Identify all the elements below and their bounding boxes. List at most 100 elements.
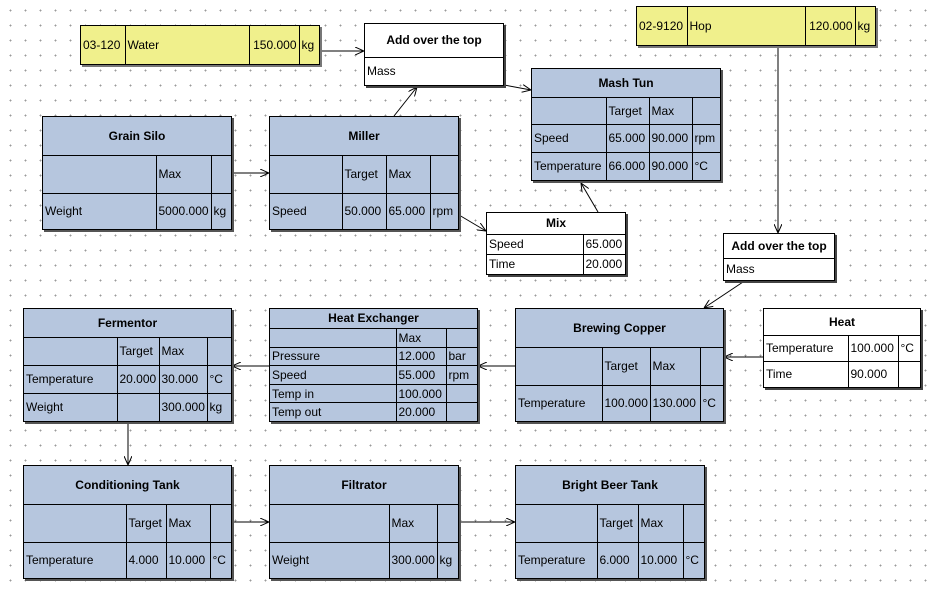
unit-mash-tun[interactable]: Mash Tun Target Max Speed 65.000 90.000 … [531,68,721,181]
arrow-add-to-copper [704,281,744,308]
param-target[interactable]: 50.000 [341,192,387,229]
ingredient-name: Water [124,26,250,64]
param-name: Temperature [24,364,118,394]
param-name: Speed [532,123,607,153]
unit-fermentor[interactable]: Fermentor Target Max Temperature 20.000 … [23,308,232,422]
param-name: Temperature [516,541,598,578]
param-unit: °C [206,364,231,394]
param-unit: °C [699,384,723,421]
unit-conditioning-tank[interactable]: Conditioning Tank Target Max Temperature… [23,465,232,579]
param-name: Temperature [24,541,127,578]
node-title: Conditioning Tank [24,466,231,505]
header-target: Target [116,336,160,366]
param-unit [445,402,477,421]
unit-heat-exchanger[interactable]: Heat Exchanger Max Pressure 12.000 bar S… [269,308,478,422]
ingredient-water[interactable]: 03-120 Water 150.000 kg [80,25,320,65]
param-name: Speed [270,192,343,229]
param-unit: kg [436,541,458,578]
param-name: Weight [43,192,157,229]
param-unit: °C [209,541,231,578]
param-name: Temperature [532,151,607,180]
param-name: Speed [487,233,584,255]
param-target[interactable]: 100.000 [601,384,651,421]
param-max[interactable]: 5000.000 [155,192,212,229]
param-name: Time [487,253,584,274]
param-label: Mass [724,257,834,280]
param-target[interactable]: 20.000 [116,364,160,394]
param-target[interactable]: 65.000 [605,123,650,153]
param-name: Speed [270,365,397,385]
unit-brewing-copper[interactable]: Brewing Copper Target Max Temperature 10… [515,308,724,422]
param-target[interactable]: 66.000 [605,151,650,180]
ingredient-unit: kg [854,7,875,45]
ingredient-qty: 120.000 [804,7,856,45]
header-max: Max [649,346,701,386]
param-max[interactable]: 300.000 [158,392,208,421]
param-max[interactable]: 10.000 [165,541,211,578]
ingredient-code: 02-9120 [637,7,688,45]
header-target: Target [596,503,639,543]
header-max: Max [155,154,212,194]
unit-miller[interactable]: Miller Target Max Speed 50.000 65.000 rp… [269,116,459,230]
param-name: Temperature [516,384,603,421]
unit-filtrator[interactable]: Filtrator Max Weight 300.000 kg [269,465,459,579]
node-title: Mash Tun [532,69,720,98]
param-target[interactable]: 6.000 [596,541,639,578]
operation-mix[interactable]: Mix Speed 65.000 Time 20.000 [486,212,626,275]
node-title: Grain Silo [43,117,231,156]
arrow-mix-to-mashtun [581,183,599,213]
header-max: Max [158,336,208,366]
param-value[interactable]: 90.000 [847,360,899,387]
unit-grain-silo[interactable]: Grain Silo Max Weight 5000.000 kg [42,116,232,230]
node-title: Heat [764,309,920,336]
param-unit: °C [682,541,704,578]
header-max: Max [385,154,431,194]
param-value[interactable]: 65.000 [582,233,625,255]
arrow-miller-to-mix [458,214,486,231]
operation-add-over-top-1[interactable]: Add over the top Mass [364,23,504,86]
arrow-miller-to-add [393,87,417,117]
header-max: Max [637,503,684,543]
param-max[interactable]: 130.000 [649,384,701,421]
node-title: Filtrator [270,466,458,505]
param-max[interactable]: 300.000 [388,541,438,578]
param-max[interactable]: 90.000 [648,151,693,180]
param-max[interactable]: 10.000 [637,541,684,578]
operation-heat[interactable]: Heat Temperature 100.000 °C Time 90.000 [763,308,921,388]
operation-add-over-top-2[interactable]: Add over the top Mass [723,233,835,281]
param-name: Weight [270,541,390,578]
param-max[interactable]: 65.000 [385,192,431,229]
param-max[interactable]: 90.000 [648,123,693,153]
param-max[interactable]: 30.000 [158,364,208,394]
param-unit: °C [897,334,920,362]
param-unit: rpm [691,123,720,153]
param-max[interactable]: 55.000 [395,365,447,385]
node-title: Miller [270,117,458,156]
header-target: Target [601,346,651,386]
param-max[interactable]: 12.000 [395,346,447,367]
param-max[interactable]: 100.000 [395,383,447,404]
node-title: Bright Beer Tank [516,466,704,505]
param-value[interactable]: 20.000 [582,253,625,274]
ingredient-unit: kg [298,26,319,64]
param-name: Pressure [270,346,397,367]
node-title: Brewing Copper [516,309,723,348]
param-value[interactable]: 100.000 [847,334,899,362]
node-title: Add over the top [724,234,834,259]
arrow-add-to-mashtun [503,85,531,90]
param-name: Weight [24,392,118,421]
param-max[interactable]: 20.000 [395,402,447,421]
param-target[interactable]: 4.000 [125,541,167,578]
ingredient-name: Hop [686,7,806,45]
ingredient-hop[interactable]: 02-9120 Hop 120.000 kg [636,6,876,46]
param-label: Mass [365,56,503,85]
ingredient-code: 03-120 [81,26,126,64]
param-unit: kg [206,392,231,421]
param-name: Temperature [764,334,849,362]
param-unit: rpm [429,192,458,229]
unit-bright-beer-tank[interactable]: Bright Beer Tank Target Max Temperature … [515,465,705,579]
param-name: Time [764,360,849,387]
node-title: Fermentor [24,309,231,338]
param-target[interactable] [116,392,160,421]
